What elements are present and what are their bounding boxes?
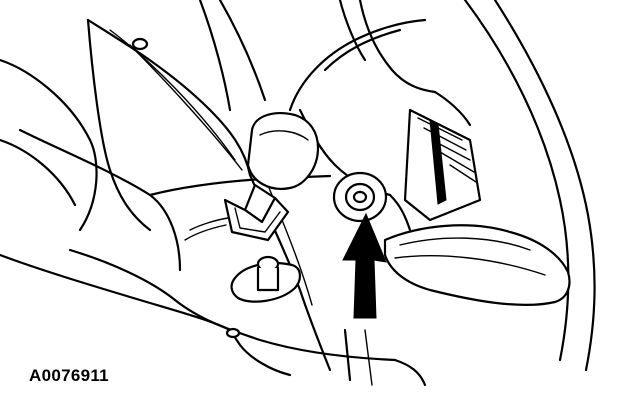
lower-trim-lines (343, 328, 427, 387)
lower-switch (230, 255, 301, 303)
left-trim-panels (0, 58, 232, 332)
shroud-screw-hole (225, 327, 241, 339)
column-bracket (403, 108, 482, 222)
locator-arrow (342, 212, 387, 319)
bolt-center (352, 190, 368, 204)
retaining-bolt (332, 171, 388, 223)
steering-wheel-rim (198, 0, 596, 372)
gear-selector-lever (184, 112, 320, 242)
instrument-panel-outline (86, 18, 252, 232)
panel-screw-hole (131, 37, 149, 51)
figure-id-label: A0076911 (29, 366, 109, 385)
multifunction-lever (383, 224, 571, 307)
